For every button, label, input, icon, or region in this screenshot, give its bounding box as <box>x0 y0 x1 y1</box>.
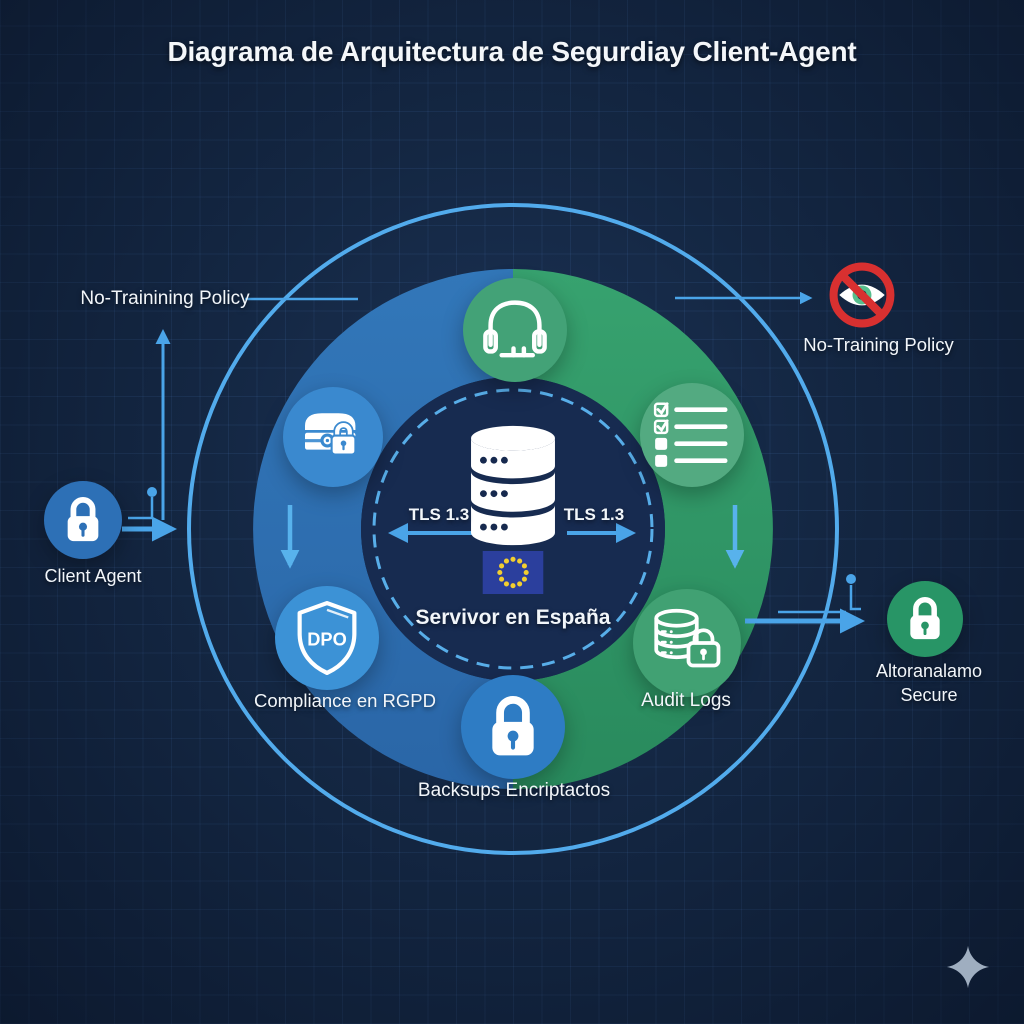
archive-node <box>283 387 383 487</box>
secure-storage-node <box>887 581 963 657</box>
checklist-node <box>640 383 744 487</box>
no-training-left-label: No-Trainining Policy <box>80 288 250 309</box>
outer-boundary-circle <box>187 203 839 855</box>
backups-node <box>461 675 565 779</box>
secure-storage-label: Altoranalamo Secure <box>845 659 1013 707</box>
eu-flag-icon <box>482 551 544 594</box>
database-icon <box>471 425 555 546</box>
client-agent-label: Client Agent <box>44 566 142 586</box>
eye-prohibited-icon <box>829 262 895 328</box>
trace-dot-right <box>846 574 856 584</box>
storage-trace-elbow <box>849 585 861 611</box>
encrypted-archive-icon <box>305 413 357 456</box>
secure-storage-label-line1: Altoranalamo <box>875 661 983 681</box>
lock-icon <box>910 597 940 640</box>
secure-storage-label-line2: Secure <box>900 685 958 705</box>
audit-logs-label: Audit Logs <box>641 690 731 711</box>
headset-icon <box>483 300 547 358</box>
sparkle-icon <box>946 945 990 989</box>
inner-dashed-circle <box>372 388 654 670</box>
server-label: Servivor en España <box>415 606 611 629</box>
diagram-title: Diagrama de Arquitectura de Segurdiay Cl… <box>167 36 857 67</box>
database-lock-icon <box>654 608 721 668</box>
checklist-icon <box>653 402 728 467</box>
dpo-shield-icon: DPO <box>297 600 357 676</box>
no-training-right-label: No-Training Policy <box>803 334 954 355</box>
lock-icon <box>67 497 99 542</box>
client-agent-node <box>44 481 122 559</box>
compliance-node: DPO <box>275 586 379 690</box>
lock-icon <box>492 696 534 756</box>
tls-left-label: TLS 1.3 <box>408 505 470 524</box>
dpo-shield-text: DPO <box>307 629 347 650</box>
trace-dot-left <box>147 487 157 497</box>
support-node <box>463 278 567 382</box>
compliance-label: Compliance en RGPD <box>254 690 436 711</box>
client-trace-elbow <box>128 497 154 520</box>
backups-label: Backsups Encriptactos <box>417 780 611 801</box>
tls-right-label: TLS 1.3 <box>563 505 625 524</box>
audit-logs-node <box>633 589 741 697</box>
